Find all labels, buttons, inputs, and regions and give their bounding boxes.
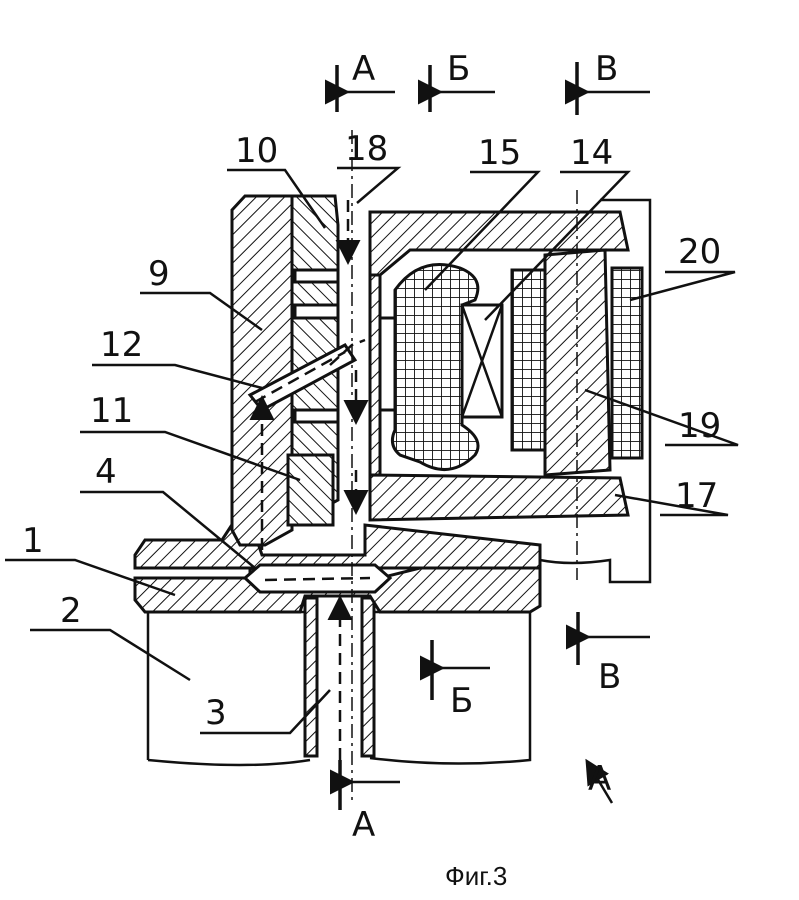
leader-lines [5,166,739,735]
upper-flange [133,518,542,570]
section-b-bottom: Б [450,681,473,721]
label-3: 3 [205,693,227,733]
coil [378,263,480,472]
label-14: 14 [570,133,613,173]
outer-winding [610,266,644,460]
cap-housing [368,198,652,584]
core-element [460,303,504,419]
label-2: 2 [60,591,82,631]
label-10: 10 [235,131,278,171]
label-19: 19 [678,406,721,446]
section-marks-bottom [330,612,650,810]
label-18: 18 [345,129,388,169]
part-numbers: 10 18 15 14 9 12 11 4 1 2 3 20 19 17 [22,129,721,733]
section-a-top: А [352,49,375,89]
label-9: 9 [148,254,170,294]
vertical-wall [230,194,294,547]
section-marks-top [325,62,650,115]
label-1: 1 [22,521,44,561]
label-20: 20 [678,232,721,272]
view-a-letter: А [588,759,611,799]
section-a-bottom: А [352,805,375,845]
section-letters: А Б В Б В А А [352,49,621,845]
label-4: 4 [95,452,117,492]
section-v-top: В [595,49,618,89]
section-b-top: Б [447,49,470,89]
distribution-chamber [242,563,393,594]
label-15: 15 [478,133,521,173]
insert-block [286,453,335,527]
inner-winding [510,268,547,452]
label-12: 12 [100,325,143,365]
section-v-bottom: В [598,657,621,697]
figure-caption: Фиг.3 [445,861,507,891]
label-17: 17 [675,476,718,516]
inlet-pipe [303,596,376,758]
label-11: 11 [90,391,133,431]
axis-flow-arrows [327,200,369,760]
